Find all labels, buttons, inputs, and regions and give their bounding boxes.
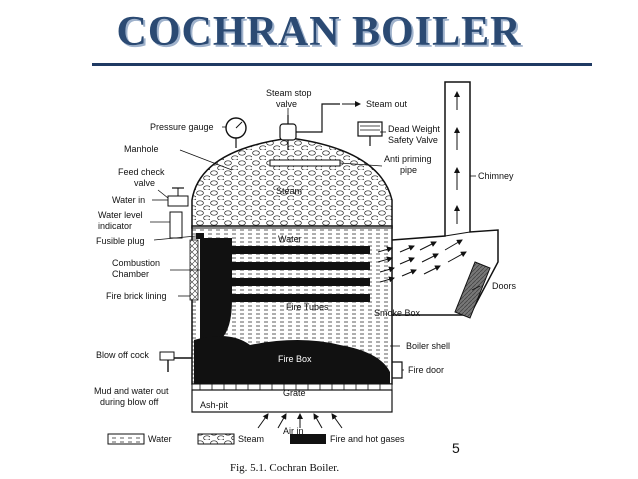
label-anti-priming-1: Anti priming	[384, 154, 432, 164]
label-feed-check-2: valve	[134, 178, 155, 188]
legend-steam-swatch	[197, 433, 235, 445]
legend-water-swatch	[107, 433, 145, 445]
label-anti-priming-2: pipe	[400, 165, 417, 175]
label-air-in: Air in	[283, 426, 304, 436]
label-fire-door: Fire door	[408, 365, 444, 375]
label-combustion-2: Chamber	[112, 269, 149, 279]
label-grate: Grate	[283, 388, 306, 398]
label-boiler-shell: Boiler shell	[406, 341, 450, 351]
legend-steam-label: Steam	[238, 434, 264, 444]
label-mud-water-1: Mud and water out	[94, 386, 169, 396]
figure-caption: Fig. 5.1. Cochran Boiler.	[230, 462, 340, 474]
steam-stop-valve	[279, 123, 297, 141]
label-doors: Doors	[492, 281, 517, 291]
label-chimney: Chimney	[478, 171, 514, 181]
label-water-level-1: Water level	[98, 210, 143, 220]
label-manhole: Manhole	[124, 144, 159, 154]
fire-box	[194, 336, 390, 384]
label-mud-water-2: during blow off	[100, 397, 159, 407]
label-fire-brick-lining: Fire brick lining	[106, 291, 167, 301]
dead-weight-safety-valve	[357, 121, 383, 137]
fusible-plug	[196, 233, 204, 239]
page-title: COCHRAN BOILER	[116, 9, 522, 55]
fire-tube	[230, 246, 370, 254]
legend-fire-label: Fire and hot gases	[330, 434, 405, 444]
anti-priming-pipe	[269, 159, 341, 167]
label-fire-tubes: Fire Tubes	[286, 302, 329, 312]
label-combustion-1: Combustion	[112, 258, 160, 268]
label-water-in: Water in	[112, 195, 145, 205]
label-feed-check-1: Feed check	[118, 167, 165, 177]
water-level-indicator	[169, 211, 183, 239]
title-underline	[92, 63, 592, 66]
page-number: 5	[452, 440, 460, 456]
label-ash-pit: Ash-pit	[200, 400, 229, 410]
feed-check-valve	[167, 195, 189, 207]
label-dead-weight-2: Safety Valve	[388, 135, 438, 145]
label-steam-out: Steam out	[366, 99, 408, 109]
fire-tube	[230, 294, 370, 302]
steam-dome	[191, 137, 393, 229]
label-steam-stop-valve: Steam stop	[266, 88, 312, 98]
label-fire-box: Fire Box	[278, 354, 312, 364]
legend-water-label: Water	[148, 434, 172, 444]
fire-tube	[230, 262, 370, 270]
label-fusible-plug: Fusible plug	[96, 236, 145, 246]
label-water-level-2: indicator	[98, 221, 132, 231]
label-smoke-box: Smoke Box	[374, 308, 421, 318]
label-steam-stop-valve-2: valve	[276, 99, 297, 109]
label-blow-off-cock: Blow off cock	[96, 350, 149, 360]
label-water: Water	[278, 234, 302, 244]
label-pressure-gauge: Pressure gauge	[150, 122, 214, 132]
label-dead-weight-1: Dead Weight	[388, 124, 440, 134]
ash-pit	[191, 389, 393, 413]
fire-door	[392, 361, 403, 379]
legend-fire-swatch	[290, 434, 326, 444]
fire-tube	[230, 278, 370, 286]
label-steam: Steam	[276, 186, 302, 196]
combustion-chamber	[200, 238, 232, 350]
